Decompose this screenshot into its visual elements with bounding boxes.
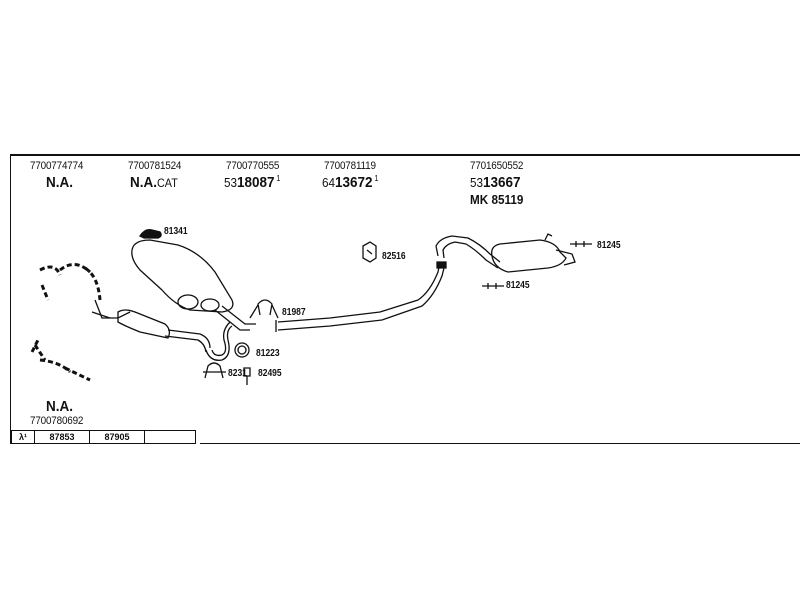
callout-81245-upper: 81245 — [597, 240, 621, 251]
part-code-2: N.A.CAT — [130, 174, 178, 191]
callout-82516: 82516 — [382, 251, 406, 262]
legend-cell-1: 87853 — [34, 430, 90, 444]
hanger-81245b-icon — [482, 283, 504, 289]
callout-82495: 82495 — [258, 368, 282, 379]
front-part-number: 7700780692 — [30, 415, 84, 427]
legend-table: λ¹ 87853 87905 — [11, 430, 196, 444]
bolt-82495-icon — [243, 367, 251, 385]
hanger-81341-icon — [139, 228, 162, 239]
manifold-gasket-lower-icon — [30, 339, 91, 382]
catalytic-converter-icon — [91, 299, 211, 353]
intermediate-pipe-icon — [275, 261, 446, 332]
hanger-81245a-icon — [570, 241, 592, 247]
callout-81245-lower: 81245 — [506, 280, 530, 291]
callout-82310: 8231 — [228, 368, 247, 379]
callout-81987: 81987 — [282, 307, 306, 318]
part-code-5: 5313667 — [470, 174, 521, 191]
clamp-81987-icon — [249, 299, 279, 319]
ring-81223-icon — [234, 342, 250, 358]
manifold-gasket-upper-icon — [39, 263, 102, 301]
part-number-1: 7700774774 — [30, 160, 84, 172]
front-part-code: N.A. — [46, 398, 73, 415]
legend-row: λ¹ 87853 87905 — [11, 430, 196, 444]
callout-81341: 81341 — [164, 226, 188, 237]
rear-silencer-icon — [435, 233, 576, 273]
front-muffler-icon — [131, 239, 256, 331]
clamp-82310-icon — [203, 362, 226, 379]
legend-cell-2: 87905 — [89, 430, 145, 444]
part-number-2: 7700781524 — [128, 160, 182, 172]
part-code-1: N.A. — [46, 174, 73, 191]
part-number-4: 7700781119 — [324, 160, 376, 172]
top-border — [10, 154, 800, 156]
legend-symbol: λ¹ — [11, 430, 35, 444]
mount-82516-icon — [362, 241, 377, 263]
callout-81223: 81223 — [256, 348, 280, 359]
part-extra-5: MK 85119 — [470, 192, 524, 207]
legend-cell-3 — [144, 430, 196, 444]
bottom-border — [200, 443, 800, 444]
part-number-3: 7700770555 — [226, 160, 280, 172]
left-border — [10, 154, 11, 444]
j-pipe-icon — [205, 321, 233, 361]
part-number-5: 7701650552 — [470, 160, 524, 172]
